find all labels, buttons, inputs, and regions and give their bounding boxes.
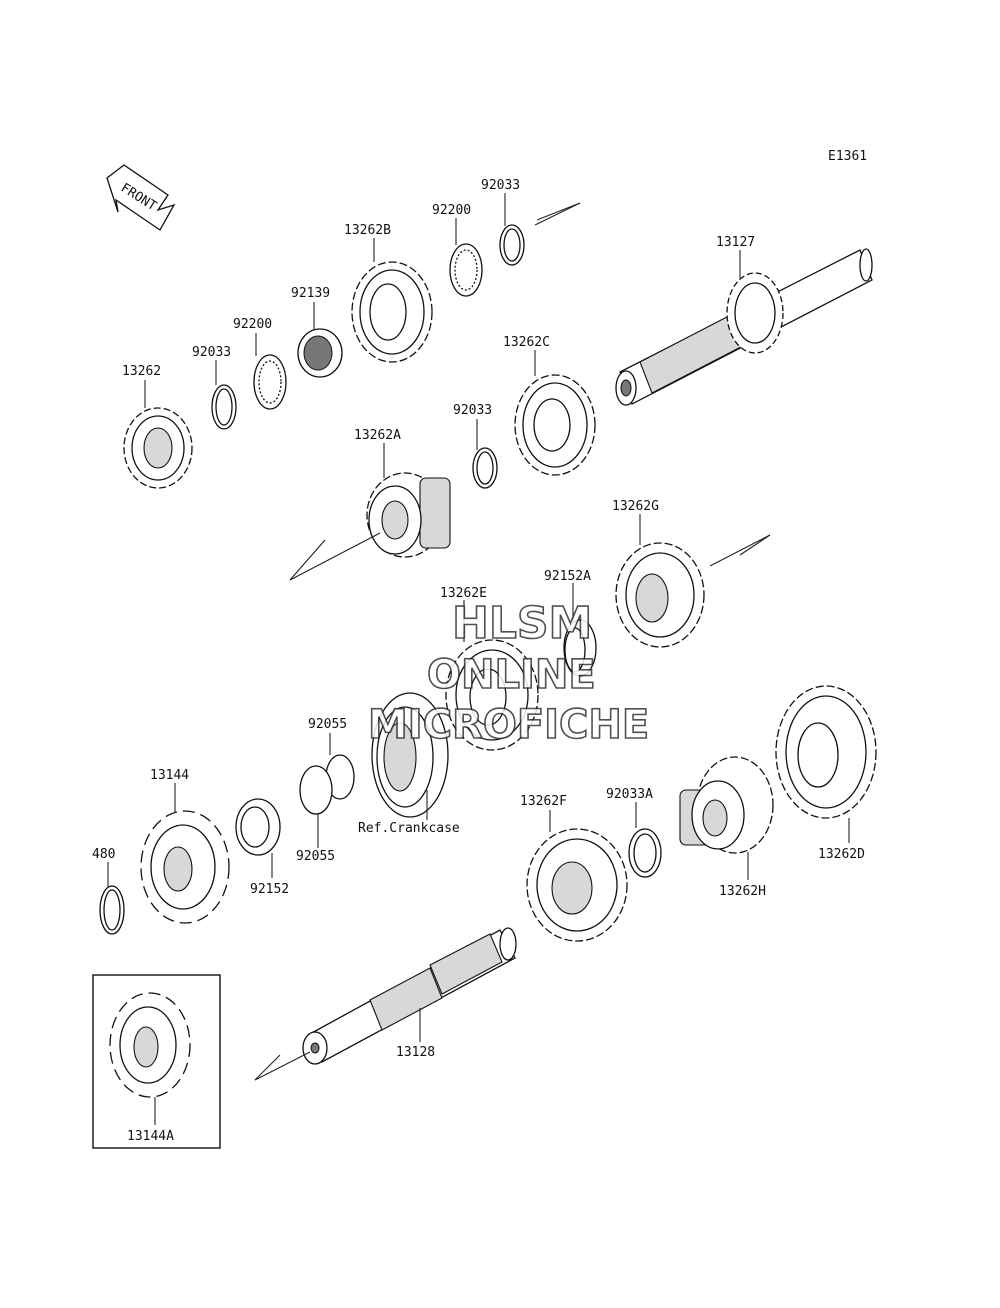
label-13262B[interactable]: 13262B (344, 223, 391, 238)
part-labels: 13262 92033 92200 92139 13262B 92200 920… (92, 178, 865, 1144)
gear-13262B (351, 261, 433, 363)
label-92139[interactable]: 92139 (291, 286, 330, 301)
label-92033A[interactable]: 92033A (606, 787, 653, 802)
label-13262[interactable]: 13262 (122, 364, 161, 379)
label-92200-a1[interactable]: 92200 (233, 317, 272, 332)
label-13144[interactable]: 13144 (150, 768, 189, 783)
circlip-92033-b (499, 224, 525, 266)
gear-13262H (679, 756, 774, 854)
gear-13262E (445, 639, 539, 751)
shaft-13127 (615, 248, 873, 406)
leader-lines (107, 193, 850, 1125)
label-ref-crankcase[interactable]: Ref.Crankcase (358, 821, 460, 836)
label-92033-a1[interactable]: 92033 (192, 345, 231, 360)
ring-92152A (563, 619, 597, 677)
label-13144A[interactable]: 13144A (127, 1129, 174, 1144)
label-13262C[interactable]: 13262C (503, 335, 550, 350)
label-13262F[interactable]: 13262F (520, 794, 567, 809)
label-13262E[interactable]: 13262E (440, 586, 487, 601)
sprocket-13144A (109, 992, 191, 1098)
circlip-92033A (628, 828, 662, 878)
label-92152A[interactable]: 92152A (544, 569, 591, 584)
label-92033-a3[interactable]: 92033 (453, 403, 492, 418)
label-480[interactable]: 480 (92, 847, 115, 862)
label-92055-2[interactable]: 92055 (296, 849, 335, 864)
gear-13262C (514, 374, 596, 476)
label-92200-a2[interactable]: 92200 (432, 203, 471, 218)
gear-13262 (123, 407, 193, 489)
gear-13262G (615, 542, 705, 648)
circlip-92033-a (211, 384, 237, 430)
watermark-line2: ONLINE (427, 652, 596, 698)
label-13128[interactable]: 13128 (396, 1045, 435, 1060)
label-92055-1[interactable]: 92055 (308, 717, 347, 732)
label-92033-a2[interactable]: 92033 (481, 178, 520, 193)
label-13262D[interactable]: 13262D (818, 847, 865, 862)
washer-92200-a (253, 354, 287, 410)
diagram-code: E1361 (828, 149, 867, 164)
circlip-92033-c (472, 447, 498, 489)
label-13262H[interactable]: 13262H (719, 884, 766, 899)
oring-92055-b (299, 765, 333, 815)
gear-on-shaft-13127 (726, 272, 784, 354)
shaft-13128 (302, 927, 517, 1065)
label-13262A[interactable]: 13262A (354, 428, 401, 443)
gear-13262F (526, 828, 628, 942)
bearing-92139 (297, 328, 343, 378)
front-arrow-icon: FRONT (106, 164, 176, 231)
crankcase-bearing (371, 692, 449, 818)
label-92152[interactable]: 92152 (250, 882, 289, 897)
watermark-line3: MICROFICHE (368, 702, 649, 748)
gear-13262A (366, 472, 451, 558)
circlip-480 (99, 885, 125, 935)
label-13127[interactable]: 13127 (716, 235, 755, 250)
option-box (92, 974, 221, 1149)
washer-92200-b (449, 243, 483, 297)
watermark: HLSM ONLINE MICROFICHE (367, 597, 650, 749)
sprocket-13144 (140, 810, 230, 924)
label-13262G[interactable]: 13262G (612, 499, 659, 514)
gear-13262D (775, 685, 877, 819)
watermark-line1: HLSM (452, 598, 592, 649)
collar-92152 (235, 798, 281, 856)
